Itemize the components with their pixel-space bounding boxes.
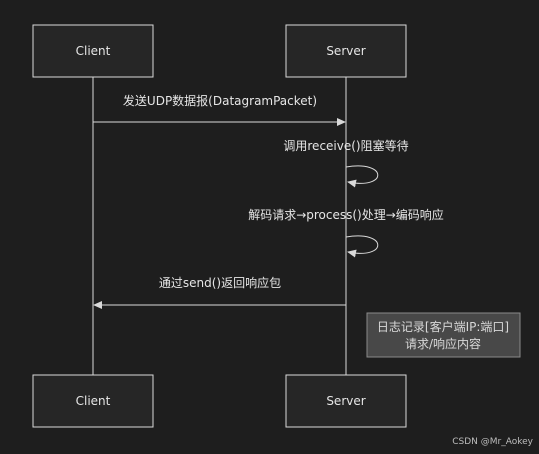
server-actor-bottom-label: Server [326, 394, 365, 408]
message-send-response-label: 通过send()返回响应包 [159, 275, 281, 290]
logging-note-line2: 请求/响应内容 [405, 336, 481, 351]
server-actor-top: Server [285, 24, 407, 78]
message-send-datagram-label: 发送UDP数据报(DatagramPacket) [123, 93, 317, 108]
client-actor-top-label: Client [76, 44, 111, 58]
server-actor-top-label: Server [326, 44, 365, 58]
logging-note: 日志记录[客户端IP:端口] 请求/响应内容 [366, 312, 521, 358]
message-receive-self-arrow [345, 165, 379, 188]
client-actor-top: Client [32, 24, 154, 78]
logging-note-line1: 日志记录[客户端IP:端口] [377, 319, 509, 334]
message-process-label: 解码请求→process()处理→编码响应 [248, 207, 444, 222]
server-actor-bottom: Server [285, 374, 407, 428]
watermark-text: CSDN @Mr_Aokey [452, 437, 533, 447]
client-actor-bottom-label: Client [76, 394, 111, 408]
message-process-self-arrow [345, 235, 379, 258]
message-receive-label: 调用receive()阻塞等待 [283, 138, 408, 153]
client-actor-bottom: Client [32, 374, 154, 428]
